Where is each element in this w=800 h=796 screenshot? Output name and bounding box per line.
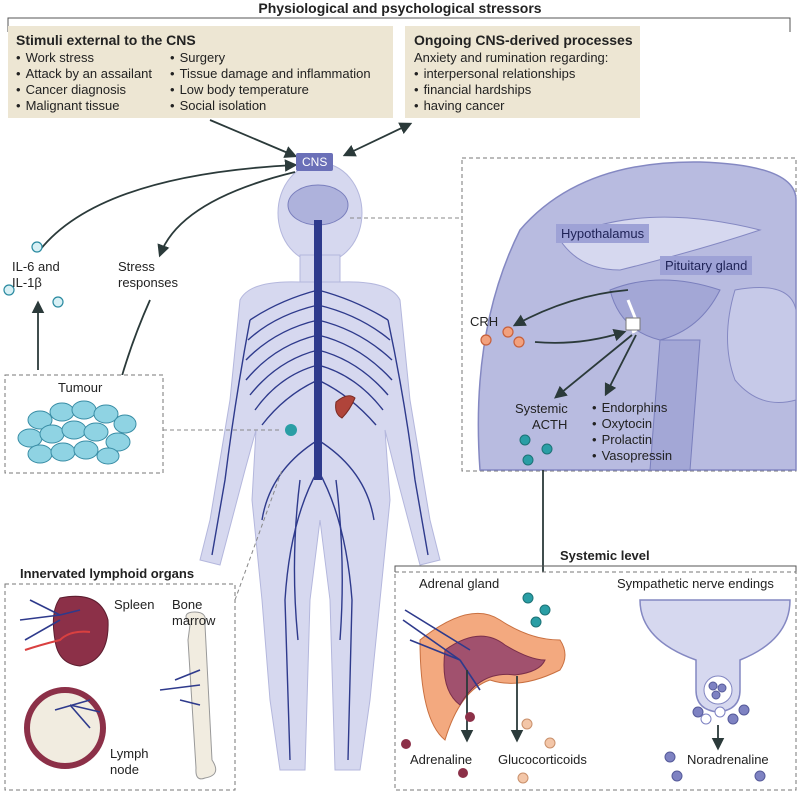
arrow-external-to-cns bbox=[209, 119, 298, 158]
pituitary-gland-label: Pituitary gland bbox=[660, 256, 753, 275]
bone-marrow-label-2: marrow bbox=[172, 613, 216, 628]
body-adrenal bbox=[335, 395, 356, 419]
crh-label: CRH bbox=[470, 314, 499, 329]
list-item: Work stress bbox=[16, 50, 152, 66]
cytokine-dots bbox=[3, 241, 64, 308]
adrenal-acth-dots bbox=[522, 592, 551, 628]
arrow-pituitary-acth bbox=[554, 334, 633, 399]
spleen-nerves bbox=[19, 599, 81, 641]
body-brain bbox=[287, 184, 349, 226]
lymphoid-organs-title: Innervated lymphoid organs bbox=[20, 566, 195, 581]
noradrenaline-dots-light bbox=[700, 706, 726, 725]
spleen-label: Spleen bbox=[114, 597, 155, 612]
bone-nerves bbox=[159, 669, 201, 706]
ongoing-processes-intro: Anxiety and rumination regarding: bbox=[414, 50, 609, 65]
systemic-level-title: Systemic level bbox=[560, 548, 650, 563]
tumour-label: Tumour bbox=[58, 380, 103, 395]
lymph-node-shape bbox=[24, 687, 106, 769]
external-stimuli-list-left: Work stress Attack by an assailant Cance… bbox=[16, 50, 152, 114]
adrenal-medulla bbox=[443, 635, 546, 706]
list-item: interpersonal relationships bbox=[414, 66, 576, 82]
body-lymph-node bbox=[285, 424, 297, 436]
noradrenaline-label: Noradrenaline bbox=[687, 752, 769, 767]
list-item: Low body temperature bbox=[170, 82, 371, 98]
adrenal-gland-label: Adrenal gland bbox=[419, 576, 500, 591]
diagram-title: Physiological and psychological stressor… bbox=[258, 0, 542, 16]
arrow-crh-to-pituitary bbox=[534, 329, 627, 344]
sympathetic-nerve-label: Sympathetic nerve endings bbox=[617, 576, 774, 591]
arrow-cns-ongoing bbox=[342, 122, 413, 157]
adrenaline-label: Adrenaline bbox=[410, 752, 473, 767]
list-item: Attack by an assailant bbox=[16, 66, 152, 82]
lymph-node-label-2: node bbox=[110, 762, 139, 777]
arrow-il6-to-cns bbox=[39, 159, 298, 251]
adrenaline-dots bbox=[401, 712, 475, 778]
list-item: Oxytocin bbox=[592, 416, 672, 432]
list-item: Endorphins bbox=[592, 400, 672, 416]
external-stimuli-list-right: Surgery Tissue damage and inflammation L… bbox=[170, 50, 371, 114]
lymphoid-connector bbox=[234, 469, 283, 601]
header-bracket bbox=[7, 17, 791, 32]
glucocorticoids-label: Glucocorticoids bbox=[498, 752, 587, 767]
nerve-network bbox=[211, 289, 429, 761]
il1b-label: IL-1β bbox=[12, 275, 42, 290]
list-item: Cancer diagnosis bbox=[16, 82, 152, 98]
lymph-node-label-1: Lymph bbox=[110, 746, 149, 761]
arrow-hypothalamus-crh bbox=[512, 289, 629, 327]
pituitary-hormones-list: Endorphins Oxytocin Prolactin Vasopressi… bbox=[592, 400, 673, 464]
external-stimuli-title: Stimuli external to the CNS bbox=[16, 32, 196, 48]
crh-dots bbox=[480, 326, 525, 348]
ongoing-processes-title: Ongoing CNS-derived processes bbox=[414, 32, 633, 48]
arrow-cns-to-stress bbox=[157, 171, 296, 258]
acth-dots bbox=[519, 434, 553, 466]
list-item: Surgery bbox=[170, 50, 371, 66]
acth-label-2: ACTH bbox=[532, 417, 568, 432]
list-item: Prolactin bbox=[592, 432, 672, 448]
stress-responses-label-2: responses bbox=[118, 275, 178, 290]
glucocorticoid-dots bbox=[517, 718, 556, 784]
arrow-pituitary-hormones bbox=[604, 334, 637, 397]
systemic-bracket bbox=[394, 565, 797, 572]
bone-marrow-label-1: Bone bbox=[172, 597, 203, 612]
adrenal-nerves bbox=[402, 609, 481, 691]
list-item: Social isolation bbox=[170, 98, 371, 114]
spleen-vessels bbox=[24, 630, 91, 651]
il6-label: IL-6 and bbox=[12, 259, 60, 274]
list-item: Tissue damage and inflammation bbox=[170, 66, 371, 82]
ongoing-processes-list: interpersonal relationships financial ha… bbox=[414, 66, 576, 114]
stress-responses-label-1: Stress bbox=[118, 259, 155, 274]
cns-label: CNS bbox=[296, 153, 334, 171]
list-item: Vasopressin bbox=[592, 448, 673, 464]
noradrenaline-dots bbox=[664, 681, 766, 782]
lymph-node-nerves bbox=[54, 699, 101, 729]
tumour-cells bbox=[17, 400, 137, 465]
bone-shape bbox=[185, 611, 217, 780]
acth-label-1: Systemic bbox=[515, 401, 568, 416]
list-item: having cancer bbox=[414, 98, 575, 114]
list-item: Malignant tissue bbox=[16, 98, 152, 114]
list-item: financial hardships bbox=[414, 82, 575, 98]
hypothalamus-label: Hypothalamus bbox=[556, 224, 650, 243]
